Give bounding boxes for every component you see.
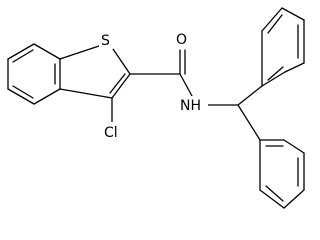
chlorine-atom-label: Cl (104, 125, 118, 141)
oxygen-atom-label: O (176, 32, 187, 48)
sulfur-atom-label: S (101, 33, 110, 49)
phenyl-ring-top (237, 7, 305, 106)
benzo-ring (7, 43, 61, 105)
molecule-drawing: S O NH Cl (7, 7, 305, 209)
phenyl-ring-bottom (237, 104, 305, 209)
amide-group (129, 49, 193, 97)
structure-canvas: S O NH Cl (7, 7, 305, 209)
atom-labels: S O NH Cl (99, 30, 208, 141)
thiophene-ring (59, 45, 131, 99)
nitrogen-atom-label: NH (180, 98, 201, 114)
